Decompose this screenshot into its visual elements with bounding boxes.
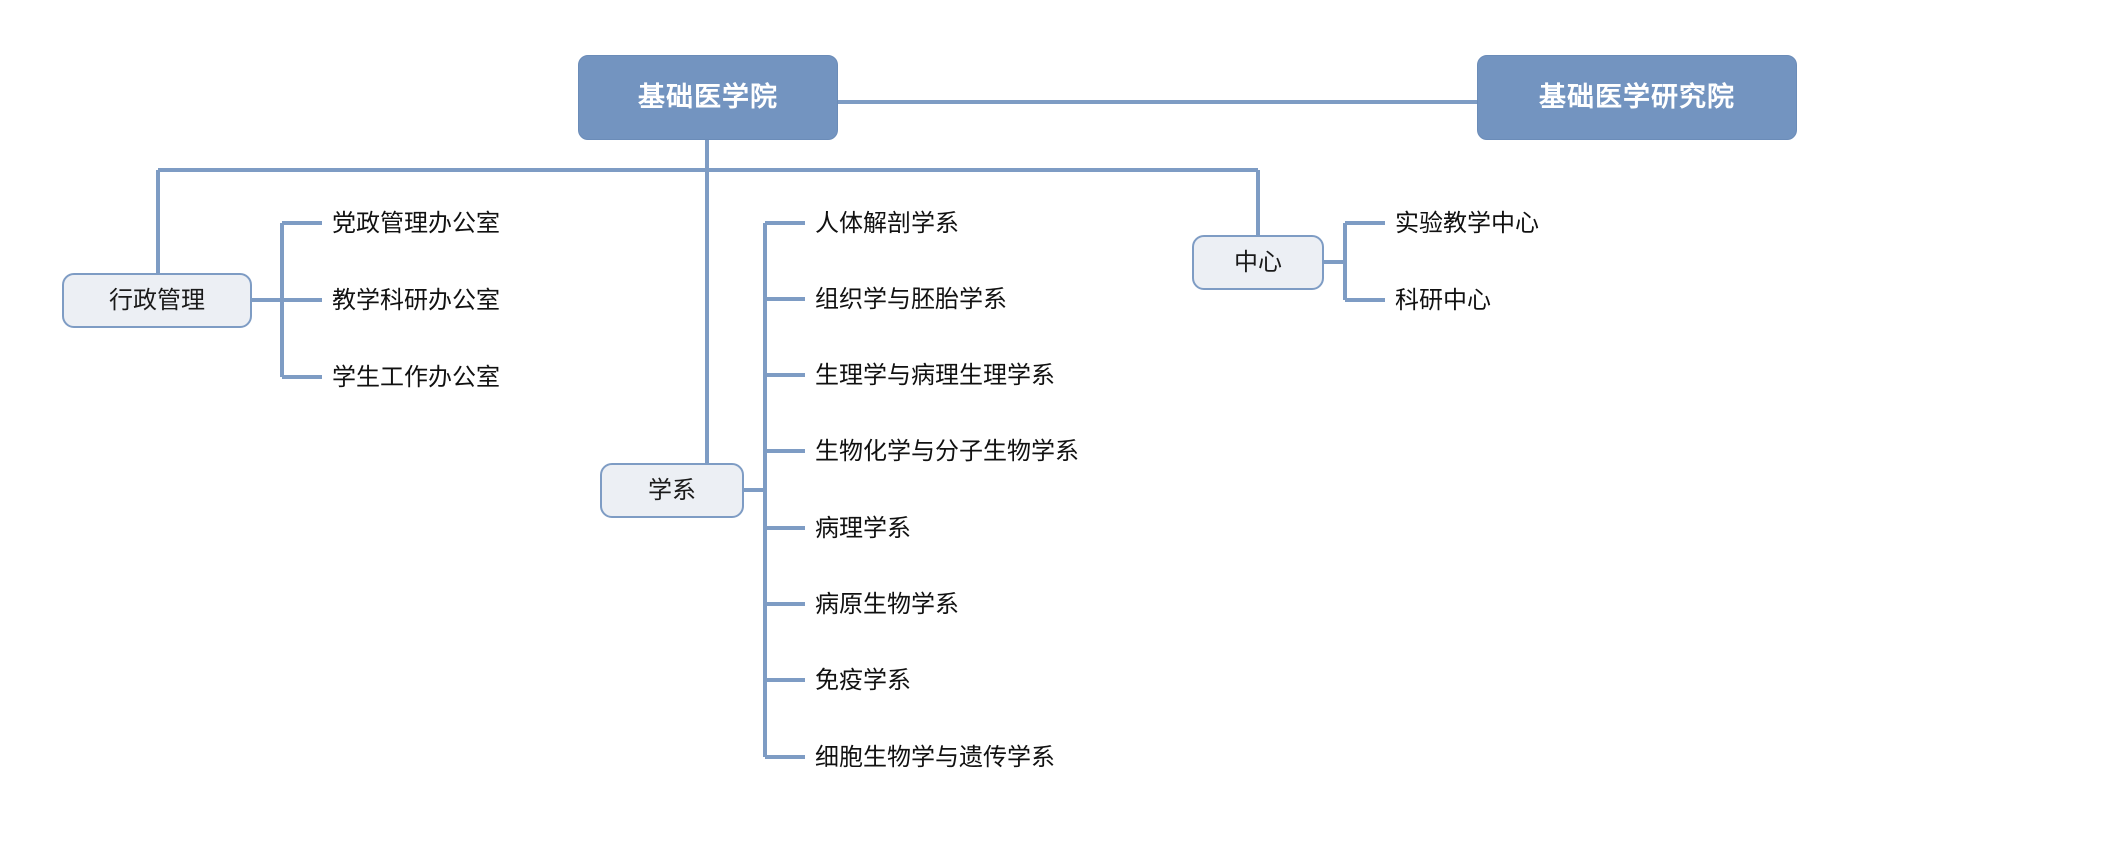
node-group-administration-label: 行政管理: [109, 286, 205, 314]
node-group-departments-label: 学系: [648, 476, 696, 504]
leaf-department-6[interactable]: 病原生物学系: [815, 593, 959, 617]
leaf-department-5[interactable]: 病理学系: [815, 517, 911, 541]
leaf-department-2-label: 组织学与胚胎学系: [815, 286, 1007, 313]
leaf-department-3[interactable]: 生理学与病理生理学系: [815, 364, 1055, 388]
leaf-admin-3-label: 学生工作办公室: [332, 364, 500, 391]
node-group-departments[interactable]: 学系: [600, 463, 744, 518]
leaf-department-8[interactable]: 细胞生物学与遗传学系: [815, 746, 1055, 770]
node-peer-research-institute-label: 基础医学研究院: [1539, 81, 1735, 112]
node-group-administration[interactable]: 行政管理: [62, 273, 252, 328]
leaf-center-2[interactable]: 科研中心: [1395, 289, 1491, 313]
leaf-department-3-label: 生理学与病理生理学系: [815, 362, 1055, 389]
leaf-department-7[interactable]: 免疫学系: [815, 669, 911, 693]
leaf-department-6-label: 病原生物学系: [815, 591, 959, 618]
leaf-admin-1[interactable]: 党政管理办公室: [332, 212, 500, 236]
leaf-department-7-label: 免疫学系: [815, 667, 911, 694]
node-group-centers[interactable]: 中心: [1192, 235, 1324, 290]
leaf-center-1[interactable]: 实验教学中心: [1395, 212, 1539, 236]
leaf-admin-2[interactable]: 教学科研办公室: [332, 289, 500, 313]
leaf-admin-2-label: 教学科研办公室: [332, 287, 500, 314]
leaf-admin-3[interactable]: 学生工作办公室: [332, 366, 500, 390]
leaf-department-1[interactable]: 人体解剖学系: [815, 212, 959, 236]
leaf-department-1-label: 人体解剖学系: [815, 210, 959, 237]
leaf-department-2[interactable]: 组织学与胚胎学系: [815, 288, 1007, 312]
leaf-department-4[interactable]: 生物化学与分子生物学系: [815, 440, 1079, 464]
node-root-college-label: 基础医学院: [638, 81, 778, 112]
leaf-admin-1-label: 党政管理办公室: [332, 210, 500, 237]
leaf-center-1-label: 实验教学中心: [1395, 210, 1539, 237]
leaf-department-8-label: 细胞生物学与遗传学系: [815, 744, 1055, 771]
node-peer-research-institute[interactable]: 基础医学研究院: [1477, 55, 1797, 140]
leaf-center-2-label: 科研中心: [1395, 287, 1491, 314]
leaf-department-5-label: 病理学系: [815, 515, 911, 542]
leaf-department-4-label: 生物化学与分子生物学系: [815, 438, 1079, 465]
node-root-college[interactable]: 基础医学院: [578, 55, 838, 140]
node-group-centers-label: 中心: [1234, 248, 1282, 276]
